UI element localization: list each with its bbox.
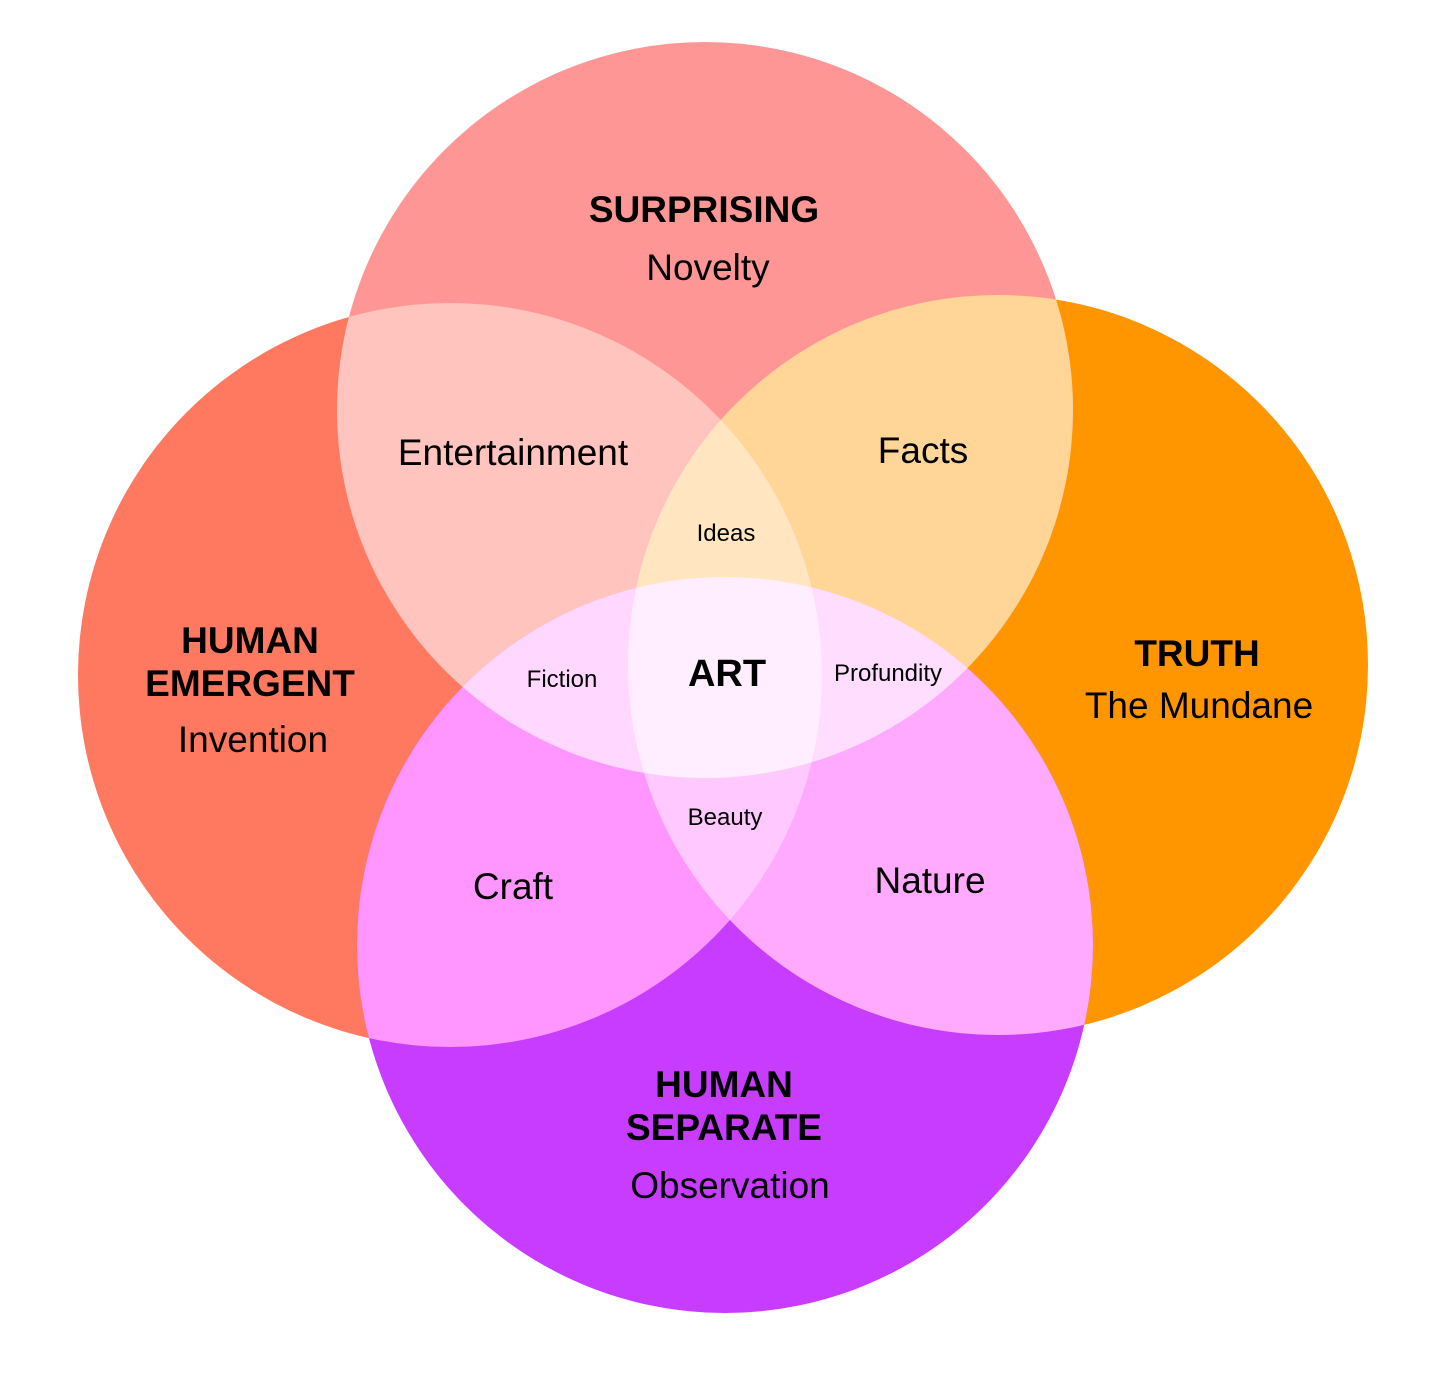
human-separate-title-line1: HUMAN [655,1064,793,1105]
nature-label: Nature [874,860,985,901]
human-emergent-subtitle: Invention [178,719,328,760]
human-emergent-title-line1: HUMAN [181,620,319,661]
truth-title: TRUTH [1134,633,1259,674]
overlap-entertainment [337,303,822,778]
truth-subtitle: The Mundane [1085,685,1313,726]
human-separate-subtitle: Observation [630,1165,830,1206]
entertainment-label: Entertainment [398,432,629,473]
facts-label: Facts [878,430,968,471]
beauty-label: Beauty [688,804,763,831]
craft-label: Craft [473,866,554,907]
human-emergent-title-line2: EMERGENT [145,663,355,704]
art-label: ART [688,653,766,695]
fiction-label: Fiction [527,666,598,693]
ideas-label: Ideas [697,520,756,547]
human-separate-title-line2: SEPARATE [626,1107,822,1148]
surprising-title: SURPRISING [589,189,819,230]
surprising-subtitle: Novelty [646,247,770,288]
profundity-label: Profundity [834,660,942,687]
